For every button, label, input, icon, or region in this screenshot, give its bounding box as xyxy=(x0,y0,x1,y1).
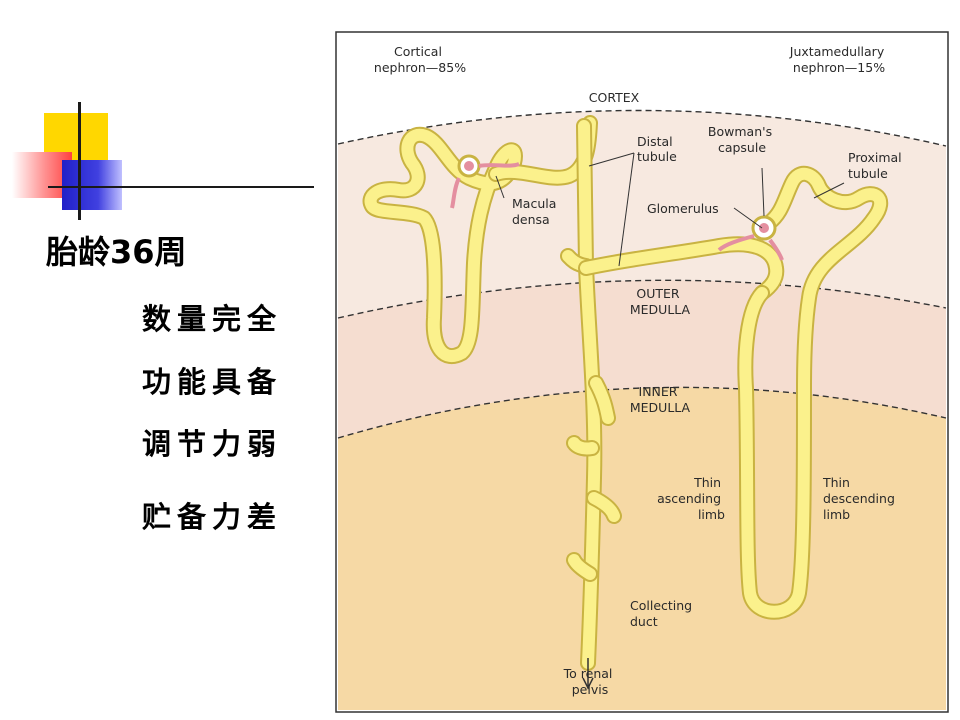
bowmans-capsule-label: Bowman's capsule xyxy=(708,124,776,155)
collecting-duct xyxy=(560,118,622,690)
thin-descending-limb-label: Thin descending limb xyxy=(822,475,899,522)
nephron-diagram: Cortical nephron—85% Juxtamedullary neph… xyxy=(335,31,949,713)
distal-tubule-label: Distal tubule xyxy=(637,134,677,164)
bullet-item: 调节力弱 xyxy=(142,427,283,461)
inner-medulla-label: INNER MEDULLA xyxy=(630,384,691,415)
slide-heading: 胎龄36周 xyxy=(46,233,187,271)
bullet-item: 功能具备 xyxy=(142,365,283,399)
cortex-label: CORTEX xyxy=(589,90,640,105)
outer-medulla-label: OUTER MEDULLA xyxy=(630,286,691,317)
glomerulus-label: Glomerulus xyxy=(647,201,719,216)
thin-ascending-limb-label: Thin ascending limb xyxy=(657,475,725,522)
macula-densa-label: Macula densa xyxy=(512,196,560,227)
decor-blue-square xyxy=(62,160,122,210)
juxtamedullary-nephron xyxy=(578,165,889,620)
decor-vertical-line xyxy=(78,102,81,220)
decor-horizontal-line xyxy=(48,186,314,188)
bullet-item: 贮备力差 xyxy=(142,500,283,534)
bullet-item: 数量完全 xyxy=(142,302,283,336)
inner-medulla-zone xyxy=(338,387,946,710)
proximal-tubule-label: Proximal tubule xyxy=(848,150,906,181)
cortical-nephron-label: Cortical nephron—85% xyxy=(374,44,466,75)
collecting-duct-label: Collecting duct xyxy=(630,598,696,629)
renal-pelvis-label: To renal pelvis xyxy=(563,666,617,697)
juxtamedullary-nephron-label: Juxtamedullary nephron—15% xyxy=(789,44,888,75)
leader-lines xyxy=(495,152,845,267)
